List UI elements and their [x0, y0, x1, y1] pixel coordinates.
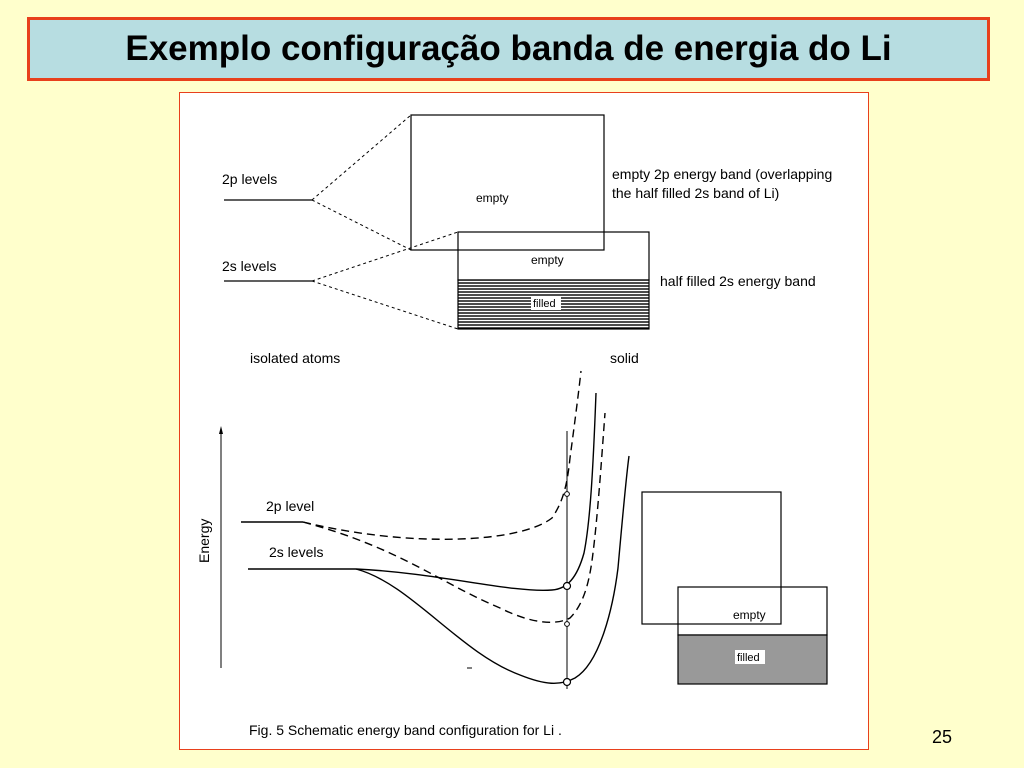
slide-title: Exemplo configuração banda de energia do…	[125, 29, 892, 68]
dashed-connectors	[311, 114, 459, 330]
figure-caption: Fig. 5 Schematic energy band configurati…	[249, 722, 562, 738]
label-filled-bottom: filled	[737, 652, 760, 664]
desc-2s-band: half filled 2s energy band	[660, 273, 816, 289]
curve-2p-lower-dashed	[302, 412, 606, 623]
filled-label-bg-bottom	[735, 650, 765, 664]
desc-2p-band-line2: the half filled 2s band of Li)	[612, 185, 779, 201]
figure-panel: 2p levels 2s levels filled empty empty e…	[179, 92, 869, 750]
label-empty-bottom: empty	[733, 608, 766, 622]
axis-label-energy: Energy	[196, 519, 212, 563]
curve-2s-upper-solid	[355, 392, 597, 592]
band-2p	[410, 114, 605, 251]
curve-2s-lower-solid	[355, 455, 630, 684]
label-isolated-atoms: isolated atoms	[250, 350, 340, 366]
label-empty-2p-band: empty	[476, 191, 509, 205]
label-2p-levels: 2p levels	[222, 171, 277, 187]
band-diagram: 2p levels 2s levels filled empty empty e…	[196, 114, 832, 738]
label-2s-levels: 2s levels	[222, 258, 276, 274]
filled-label-bg-top	[531, 296, 561, 310]
label-filled-top: filled	[533, 298, 556, 310]
label-solid: solid	[610, 350, 639, 366]
marker-2p-upper	[564, 491, 570, 497]
marker-2p-lower	[564, 621, 570, 627]
marker-2s-upper	[562, 581, 572, 591]
label-empty-2s-band: empty	[531, 253, 564, 267]
bottom-band-2p	[641, 491, 782, 625]
desc-2p-band-line1: empty 2p energy band (overlapping	[612, 166, 832, 182]
band-2s-empty-region	[457, 231, 650, 281]
label-2p-level: 2p level	[266, 498, 314, 514]
slide-title-box: Exemplo configuração banda de energia do…	[27, 17, 990, 81]
page-number: 25	[932, 727, 953, 747]
energy-axis-arrowhead	[219, 426, 223, 434]
marker-2s-lower	[562, 677, 572, 687]
label-2s-levels-bottom: 2s levels	[269, 544, 323, 560]
curve-2p-upper-dashed	[302, 370, 582, 540]
